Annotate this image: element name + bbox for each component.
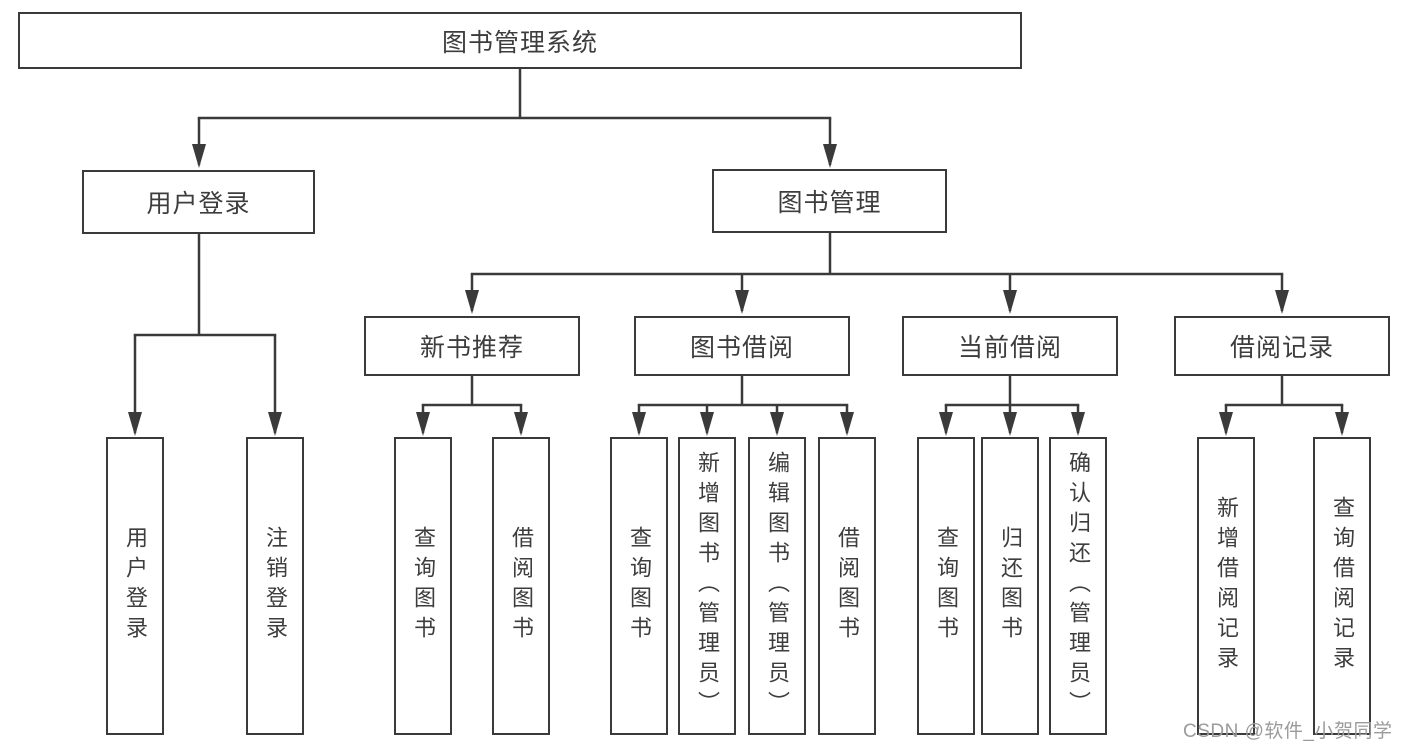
node-book-management: 图书管理 xyxy=(712,169,947,233)
node-confirm-return-admin: 确认归还（管理员） xyxy=(1049,437,1107,735)
node-logout-leaf-label: 注销登录 xyxy=(263,526,288,646)
node-confirm-return-admin-label: 确认归还（管理员） xyxy=(1066,451,1091,721)
node-add-book-admin-label: 新增图书（管理员） xyxy=(695,451,720,721)
node-add-borrow-record-label: 新增借阅记录 xyxy=(1214,496,1239,676)
node-book-borrowing: 图书借阅 xyxy=(634,316,850,376)
node-library-management-system-label: 图书管理系统 xyxy=(441,28,598,57)
node-book-borrowing-label: 图书借阅 xyxy=(689,334,794,362)
node-borrow-books-borrowing-label: 借阅图书 xyxy=(835,526,860,646)
node-library-management-system: 图书管理系统 xyxy=(18,12,1022,69)
node-user-login-label: 用户登录 xyxy=(146,190,251,218)
node-borrow-books-recommend-label: 借阅图书 xyxy=(509,526,534,646)
node-add-borrow-record: 新增借阅记录 xyxy=(1197,437,1255,735)
connector-trunks xyxy=(133,67,1344,407)
node-new-book-recommendation: 新书推荐 xyxy=(364,316,580,376)
node-query-books-borrowing-label: 查询图书 xyxy=(627,526,652,646)
node-logout-leaf: 注销登录 xyxy=(246,437,304,735)
node-book-management-label: 图书管理 xyxy=(777,189,882,217)
node-current-borrowing-label: 当前借阅 xyxy=(957,334,1062,362)
node-edit-book-admin: 编辑图书（管理员） xyxy=(748,437,806,735)
node-user-login: 用户登录 xyxy=(82,170,315,234)
node-user-login-leaf-label: 用户登录 xyxy=(123,526,148,646)
node-query-books-recommend-label: 查询图书 xyxy=(411,526,436,646)
node-borrowing-records: 借阅记录 xyxy=(1174,316,1390,376)
node-query-books-current: 查询图书 xyxy=(917,437,975,735)
node-query-borrow-record-label: 查询借阅记录 xyxy=(1330,496,1355,676)
node-user-login-leaf: 用户登录 xyxy=(106,437,164,735)
csdn-watermark: CSDN @软件_小贺同学 xyxy=(1183,721,1393,742)
node-borrow-books-borrowing: 借阅图书 xyxy=(818,437,876,735)
node-query-borrow-record: 查询借阅记录 xyxy=(1313,437,1371,735)
node-query-books-recommend: 查询图书 xyxy=(394,437,452,735)
node-edit-book-admin-label: 编辑图书（管理员） xyxy=(765,451,790,721)
node-borrow-books-recommend: 借阅图书 xyxy=(492,437,550,735)
node-return-book-label: 归还图书 xyxy=(998,526,1023,646)
node-query-books-borrowing: 查询图书 xyxy=(610,437,668,735)
node-new-book-recommendation-label: 新书推荐 xyxy=(419,334,524,362)
node-return-book: 归还图书 xyxy=(981,437,1039,735)
node-add-book-admin: 新增图书（管理员） xyxy=(678,437,736,735)
node-query-books-current-label: 查询图书 xyxy=(934,526,959,646)
node-borrowing-records-label: 借阅记录 xyxy=(1229,334,1334,362)
node-current-borrowing: 当前借阅 xyxy=(902,316,1118,376)
